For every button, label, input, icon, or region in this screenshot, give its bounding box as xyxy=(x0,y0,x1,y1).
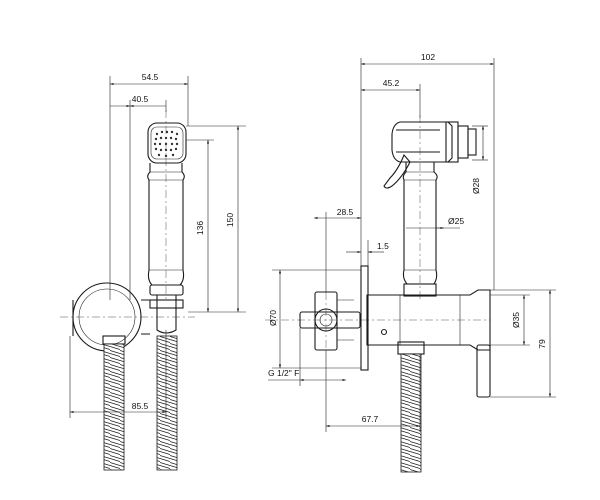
concealed-valve xyxy=(299,291,361,351)
dim-right-handle-diameter: Ø25 xyxy=(448,216,464,226)
dim-right-depth: 67.7 xyxy=(362,414,379,424)
spray-head xyxy=(147,122,187,164)
mixer-lever xyxy=(476,344,491,398)
valve-body xyxy=(366,283,491,351)
dim-right-thread: G 1/2" F xyxy=(268,368,299,378)
hose-left xyxy=(102,335,126,471)
side-view: 54.5 40.5 136 150 85.5 xyxy=(60,72,246,471)
dim-right-valve-width: 28.5 xyxy=(337,207,354,217)
hose-right xyxy=(156,335,178,471)
dim-right-plate-thickness: 1.5 xyxy=(377,241,389,251)
holder-bracket xyxy=(149,284,184,334)
dim-right-head-offset: 45.2 xyxy=(383,78,400,88)
dim-right-plate-diameter: Ø70 xyxy=(268,310,278,326)
spray-head-front xyxy=(383,121,477,189)
wall-plate-side xyxy=(360,265,369,371)
front-view: 102 45.2 Ø28 Ø25 28.5 1.5 Ø70 Ø35 79 xyxy=(265,52,556,473)
dim-right-width-overall: 102 xyxy=(421,52,435,62)
hose-front xyxy=(397,341,425,473)
dim-right-height: 79 xyxy=(537,339,547,349)
dim-left-width-bottom: 85.5 xyxy=(132,401,149,411)
dim-left-width-head: 40.5 xyxy=(132,94,149,104)
dim-left-height-overall: 150 xyxy=(225,213,235,227)
dim-left-height-handle: 136 xyxy=(195,221,205,235)
dim-left-width-overall: 54.5 xyxy=(142,72,159,82)
dim-right-head-diameter: Ø28 xyxy=(471,178,481,194)
dim-right-body-diameter: Ø35 xyxy=(511,312,521,328)
